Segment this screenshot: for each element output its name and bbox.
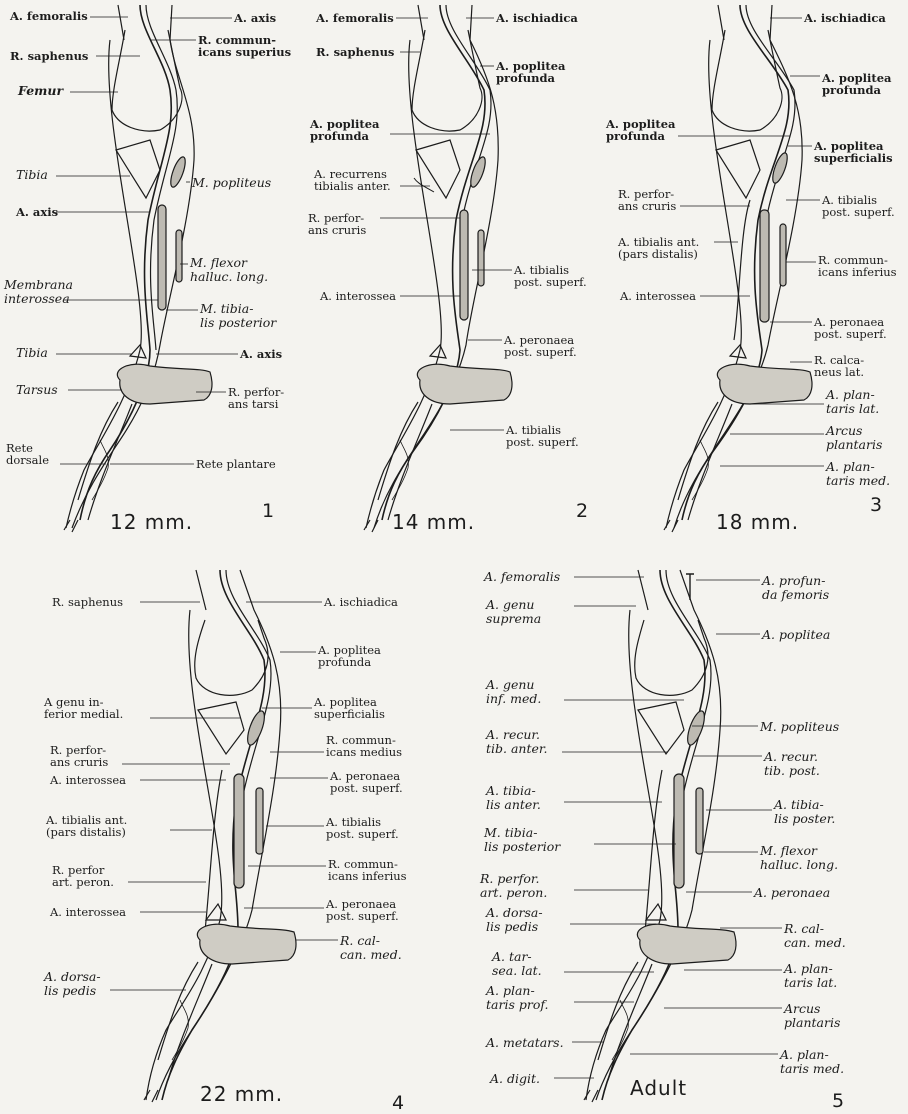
panel-3: A. ischiadica A. poplitea profunda A. po… bbox=[600, 0, 908, 540]
leader-lines-2 bbox=[300, 0, 600, 540]
panel-5: A. femoralis A. profun- da femoris A. ge… bbox=[454, 560, 908, 1114]
leader-lines-5 bbox=[454, 560, 908, 1114]
panel-number-1: 1 bbox=[262, 500, 274, 522]
panel-number-5: 5 bbox=[832, 1090, 844, 1112]
stage-label-1: 12 mm. bbox=[110, 510, 193, 534]
leader-lines-3 bbox=[600, 0, 908, 540]
leader-lines-4 bbox=[0, 560, 454, 1114]
panel-2: A. femoralis A. ischiadica R. saphenus A… bbox=[300, 0, 600, 540]
stage-label-2: 14 mm. bbox=[392, 510, 475, 534]
stage-label-3: 18 mm. bbox=[716, 510, 799, 534]
panel-4: R. saphenus A. ischiadica A. poplitea pr… bbox=[0, 560, 454, 1114]
stage-label-5: Adult bbox=[630, 1076, 687, 1100]
panel-number-4: 4 bbox=[392, 1092, 404, 1114]
leader-lines-1 bbox=[0, 0, 300, 540]
panel-number-2: 2 bbox=[576, 500, 588, 522]
panel-1: A. femoralis R. saphenus A. axis R. comm… bbox=[0, 0, 300, 540]
panel-number-3: 3 bbox=[870, 494, 882, 516]
stage-label-4: 22 mm. bbox=[200, 1082, 283, 1106]
